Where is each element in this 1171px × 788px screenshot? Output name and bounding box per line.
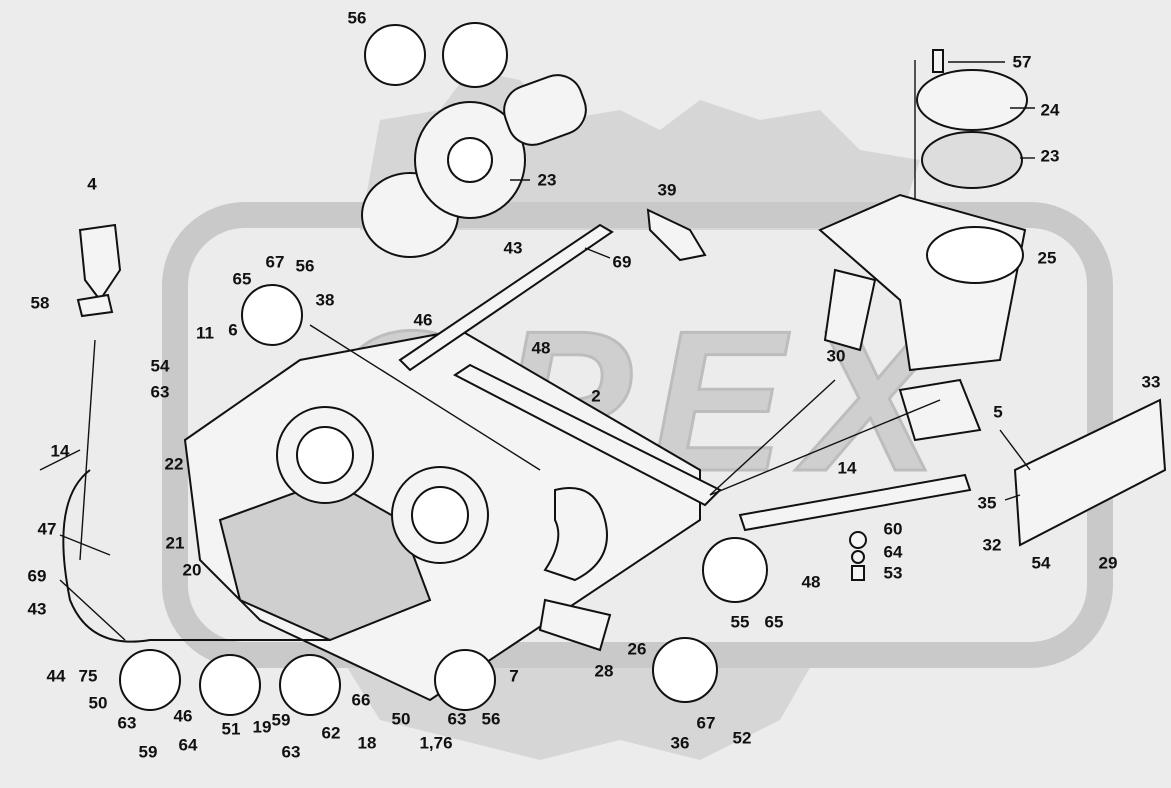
detail-circle-63-56	[434, 649, 496, 711]
callout-label: 21	[165, 533, 185, 553]
callout-label: 22	[164, 454, 184, 474]
callout-label: 50	[391, 709, 411, 729]
washer-64	[851, 550, 865, 564]
callout-label: 58	[30, 293, 50, 313]
callout-label: 54	[1031, 553, 1051, 573]
detail-circle-56	[364, 24, 426, 86]
callout-label: 62	[321, 723, 341, 743]
callout-label: 64	[883, 542, 903, 562]
callout-label: 63	[150, 382, 170, 402]
gasket-plate	[916, 69, 1028, 131]
callout-label: 33	[1141, 372, 1161, 392]
screw-57	[932, 49, 944, 73]
callout-label: 36	[670, 733, 690, 753]
valve-nut	[76, 293, 114, 318]
callout-label: 59	[271, 710, 291, 730]
callout-label: 2	[591, 386, 601, 406]
callout-label: 47	[37, 519, 57, 539]
callout-label: 64	[178, 735, 198, 755]
callout-label: 25	[1037, 248, 1057, 268]
duct-rod-right	[738, 473, 972, 532]
hose-outlet	[538, 598, 612, 652]
callout-label: 63	[117, 713, 137, 733]
callout-label: 56	[347, 8, 367, 28]
callout-label: 20	[182, 560, 202, 580]
callout-label: 67	[265, 252, 285, 272]
callout-label: 67	[696, 713, 716, 733]
callout-label: 50	[88, 693, 108, 713]
callout-label: 48	[531, 338, 551, 358]
callout-label: 18	[357, 733, 377, 753]
callout-label: 63	[447, 709, 467, 729]
hose-corrugated	[543, 487, 608, 582]
tap-valve	[78, 223, 122, 302]
detail-circle-36-67	[652, 637, 718, 703]
callout-label: 32	[982, 535, 1002, 555]
callout-label: 29	[1098, 553, 1118, 573]
callout-label: 1,76	[419, 733, 453, 753]
callout-label: 23	[1040, 146, 1060, 166]
detail-circle-65-67	[241, 284, 303, 346]
callout-label: 60	[883, 519, 903, 539]
leader-lines	[39, 60, 1035, 641]
callout-label: 6	[228, 320, 238, 340]
callout-label: 35	[977, 493, 997, 513]
corrugated-boot	[823, 268, 877, 352]
callout-label: 59	[138, 742, 158, 762]
detail-circle-59-18	[279, 654, 341, 716]
pipe-loop-left	[62, 469, 330, 643]
mounting-bar	[453, 363, 722, 507]
callout-label: 26	[627, 639, 647, 659]
callout-label: 19	[252, 717, 272, 737]
callout-label: 55	[730, 612, 750, 632]
pipe-fitting	[646, 208, 707, 262]
callout-label: 43	[503, 238, 523, 258]
callout-label: 69	[27, 566, 47, 586]
detail-circle-50-63	[119, 649, 181, 711]
nut-60	[849, 531, 867, 549]
callout-label: 39	[657, 180, 677, 200]
callout-label: 75	[78, 666, 98, 686]
detail-circle-motor	[442, 22, 508, 88]
callout-label: 54	[150, 356, 170, 376]
callout-label: 53	[883, 563, 903, 583]
callout-label: 28	[594, 661, 614, 681]
duct-rod-upper	[398, 223, 614, 372]
callout-label: 5	[993, 402, 1003, 422]
callout-label: 56	[481, 709, 501, 729]
electric-motor	[503, 74, 587, 146]
callout-label: 38	[315, 290, 335, 310]
callout-label: 69	[612, 252, 632, 272]
callout-label: 43	[27, 599, 47, 619]
callout-label: 46	[173, 706, 193, 726]
callout-label: 24	[1040, 100, 1060, 120]
bolt-53	[851, 565, 865, 581]
detail-circle-55-65	[702, 537, 768, 603]
control-panel	[1013, 398, 1167, 547]
callout-label: 56	[295, 256, 315, 276]
callout-label: 51	[221, 719, 241, 739]
callout-label: 11	[196, 323, 214, 343]
callout-label: 65	[764, 612, 784, 632]
callout-label: 46	[413, 310, 433, 330]
callout-label: 48	[801, 572, 821, 592]
detail-circle-46-51	[199, 654, 261, 716]
callout-label: 14	[837, 458, 857, 478]
bracket	[898, 378, 982, 442]
callout-label: 66	[351, 690, 371, 710]
callout-label: 63	[281, 742, 301, 762]
callout-label: 65	[232, 269, 252, 289]
callout-label: 44	[46, 666, 66, 686]
callout-label: 4	[87, 174, 97, 194]
callout-label: 23	[537, 170, 557, 190]
callout-label: 7	[509, 666, 519, 686]
callout-label: 30	[826, 346, 846, 366]
callout-label: 14	[50, 441, 70, 461]
callout-label: 57	[1012, 52, 1032, 72]
mesh-filter	[921, 131, 1023, 189]
callout-label: 52	[732, 728, 752, 748]
